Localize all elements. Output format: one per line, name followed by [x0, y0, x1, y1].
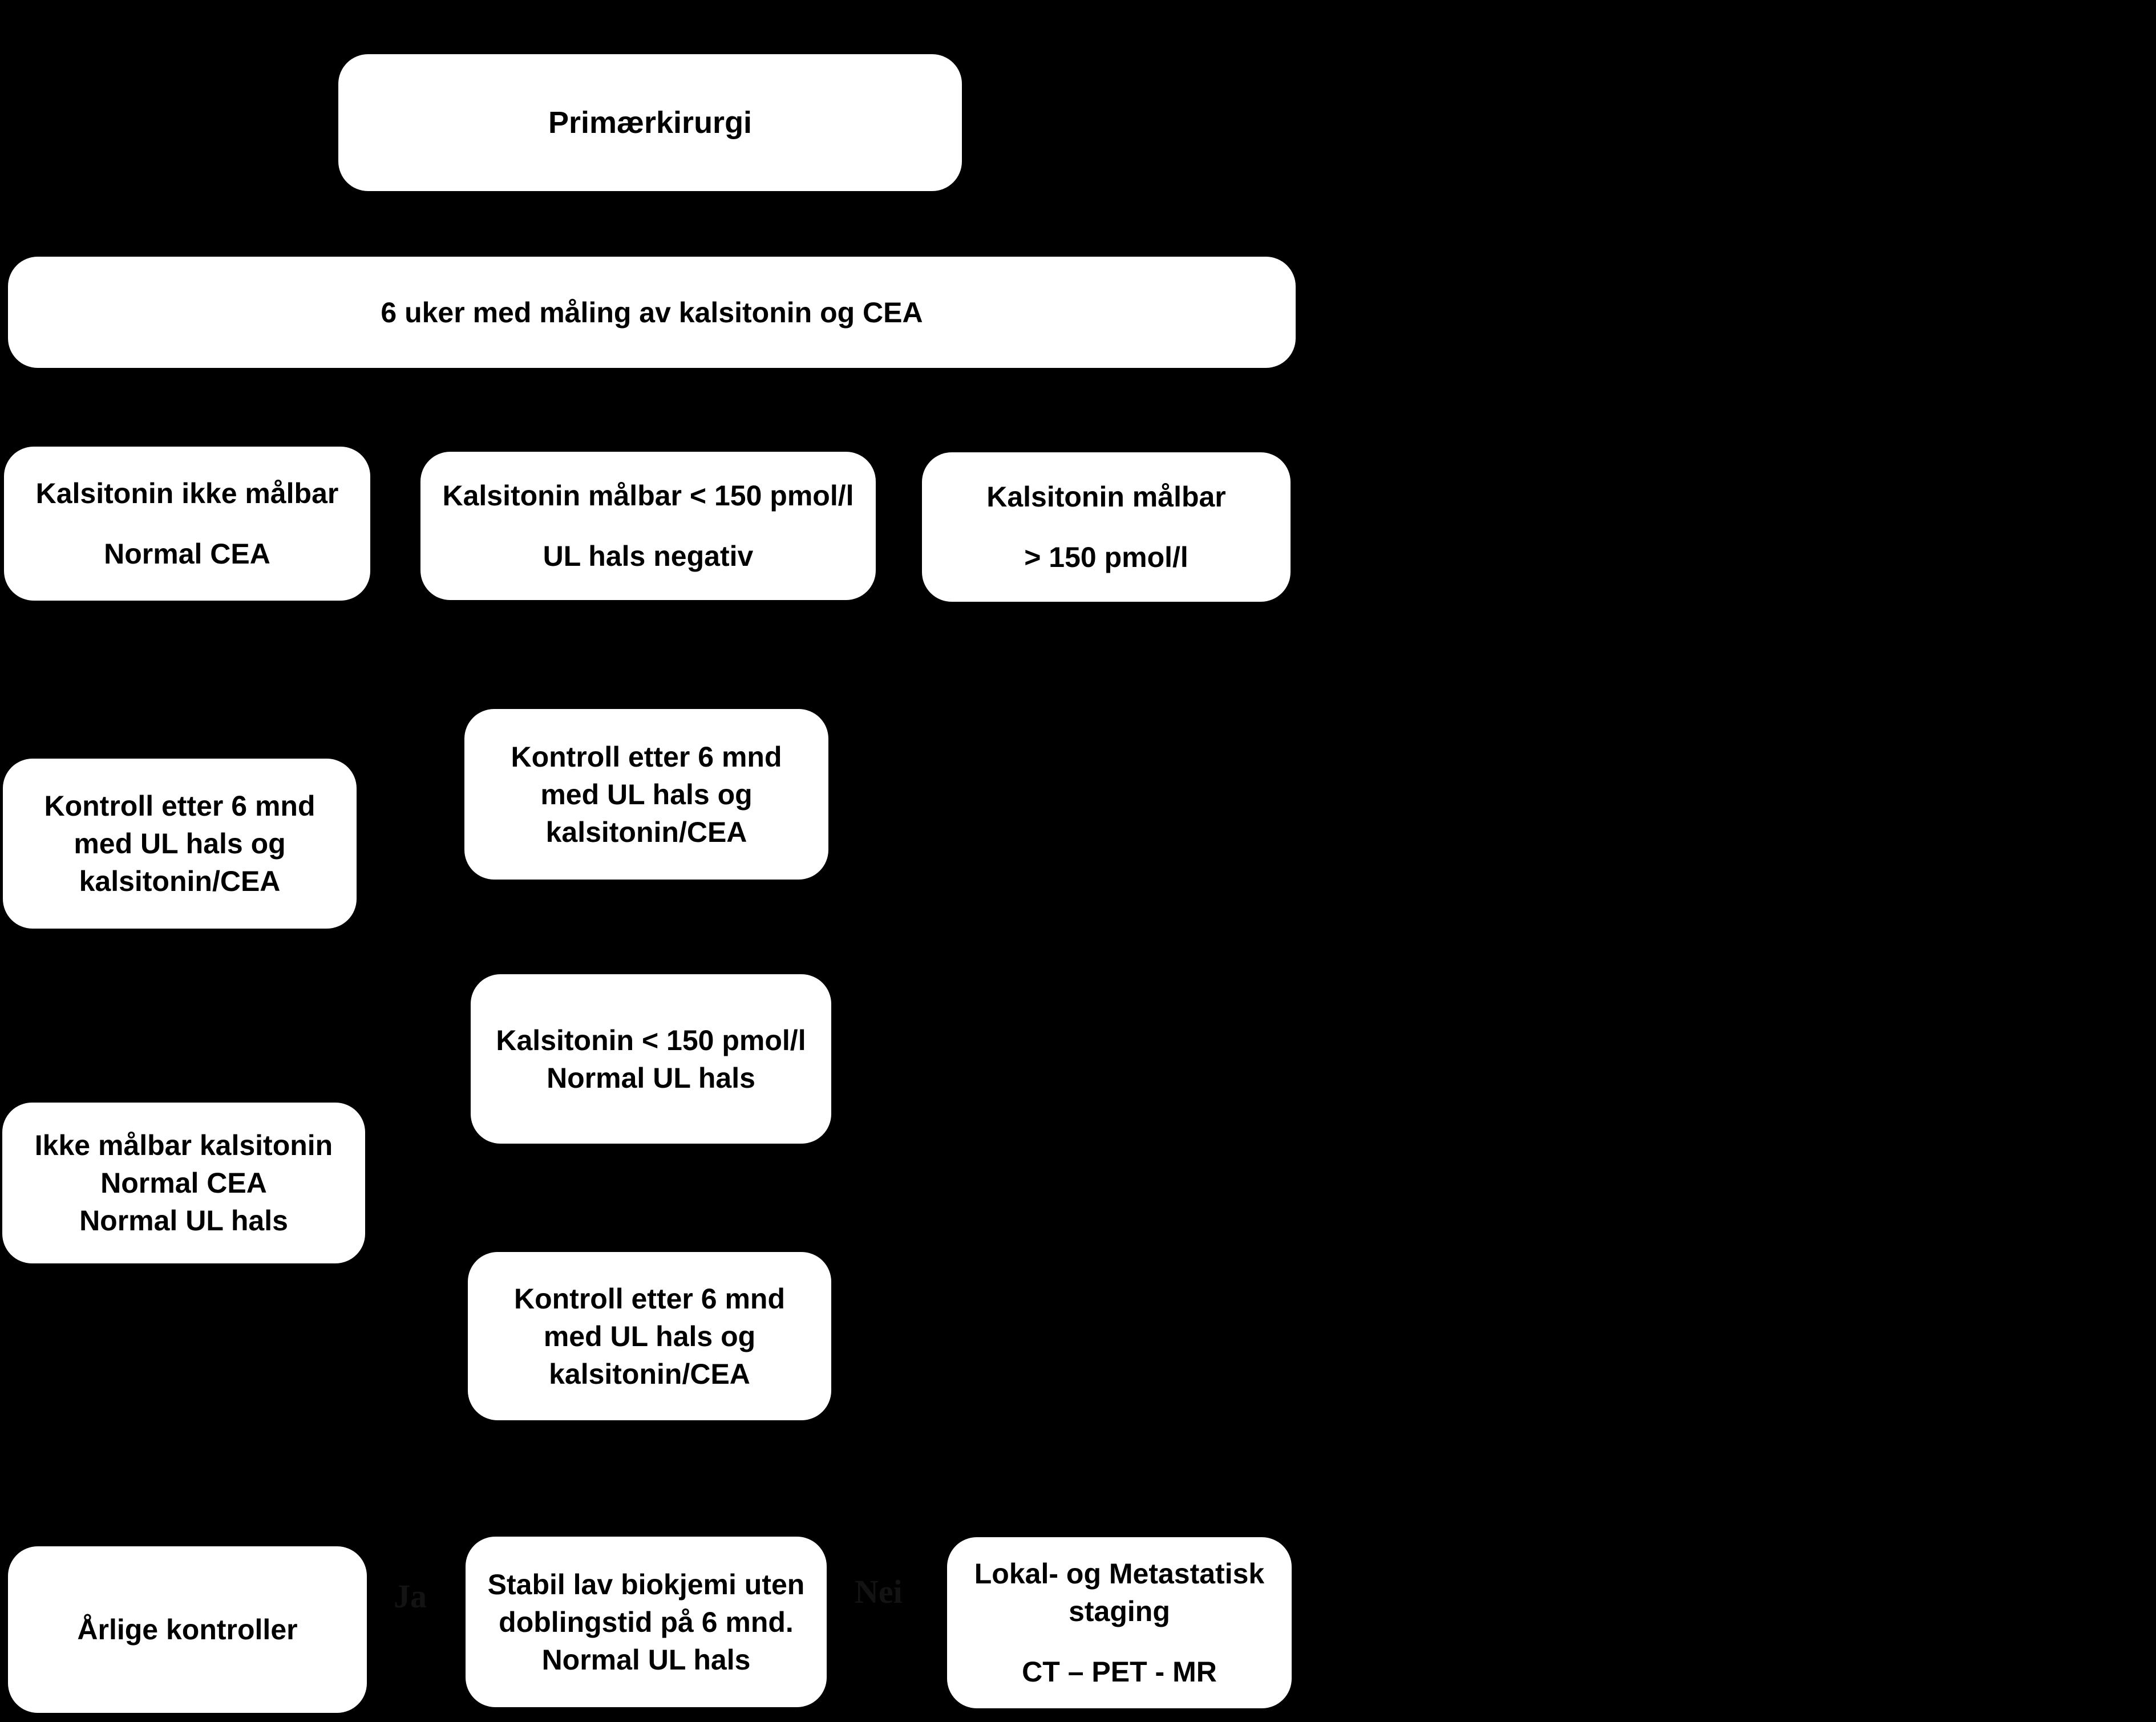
node-text-line: Normal UL hals: [547, 1061, 755, 1094]
node-text-line: Ikke målbar kalsitonin: [34, 1129, 333, 1161]
node-text-line: Kontroll etter 6 mnd: [513, 1282, 786, 1315]
flowchart-node-local-metastatic-staging: Lokal- og Metastatisk staging CT – PET - M…: [947, 1537, 1292, 1708]
edge-label-nei: Nei: [855, 1573, 903, 1610]
node-text-line: UL hals negativ: [543, 540, 754, 572]
flowchart-node-control-6-months-mid-lower: Kontroll etter 6 mnd med UL hals og kalsit…: [468, 1252, 831, 1420]
node-text-line: Kalsitonin < 150 pmol/l: [496, 1024, 806, 1056]
node-text-line: Normal CEA: [104, 538, 270, 570]
node-text-line: Kontroll etter 6 mnd: [511, 740, 782, 773]
flowchart-node-six-weeks-measurement: 6 uker med måling av kalsitonin og CEA: [8, 257, 1296, 368]
node-text-line: Normal CEA: [100, 1167, 267, 1199]
node-text-line: Kalsitonin målbar < 150 pmol/l: [442, 480, 854, 512]
flowchart-node-stable-low-biochemistry: Stabil lav biokjemi uten doblingstid på 6…: [466, 1537, 827, 1707]
edge-label-ja: Ja: [394, 1578, 427, 1615]
node-text-line: doblingstid på 6 mnd.: [499, 1606, 794, 1638]
node-text-line: Kontroll etter 6 mnd: [44, 790, 315, 822]
node-text-line: > 150 pmol/l: [1024, 541, 1188, 573]
node-text-line: med UL hals og: [540, 778, 753, 811]
node-text-line: Kalsitonin målbar: [986, 481, 1226, 513]
node-text-line: Lokal- og Metastatisk: [974, 1558, 1265, 1590]
node-text-line: CT – PET - MR: [1022, 1656, 1217, 1688]
node-text-line: med UL hals og: [74, 828, 286, 860]
node-text-line: kalsitonin/CEA: [545, 816, 747, 848]
node-text-line: med UL hals og: [543, 1320, 756, 1352]
node-text-line: 6 uker med måling av kalsitonin og CEA: [381, 296, 923, 329]
flowchart-node-annual-controls: Årlige kontroller: [8, 1546, 367, 1713]
flowchart-node-calcitonin-measurable-over-150: Kalsitonin målbar > 150 pmol/l: [922, 452, 1291, 602]
flowchart-node-primary-surgery: Primærkirurgi: [338, 54, 962, 191]
node-text-line: Primærkirurgi: [548, 106, 753, 140]
flowchart-node-control-6-months-left: Kontroll etter 6 mnd med UL hals og kalsit…: [3, 759, 357, 929]
node-text-line: Årlige kontroller: [77, 1614, 298, 1646]
node-text-line: Normal UL hals: [79, 1205, 288, 1237]
node-text-line: kalsitonin/CEA: [549, 1358, 750, 1390]
node-text-line: Kalsitonin ikke målbar: [35, 477, 339, 509]
node-text-line: Normal UL hals: [541, 1643, 751, 1676]
node-text-line: kalsitonin/CEA: [79, 865, 281, 897]
node-text-line: staging: [1069, 1595, 1170, 1627]
node-text-line: Stabil lav biokjemi uten: [487, 1568, 805, 1601]
flowchart-node-calcitonin-measurable-under-150: Kalsitonin målbar < 150 pmol/l UL hals ne…: [420, 452, 876, 600]
flowchart-node-control-6-months-mid-upper: Kontroll etter 6 mnd med UL hals og kalsit…: [464, 709, 828, 880]
